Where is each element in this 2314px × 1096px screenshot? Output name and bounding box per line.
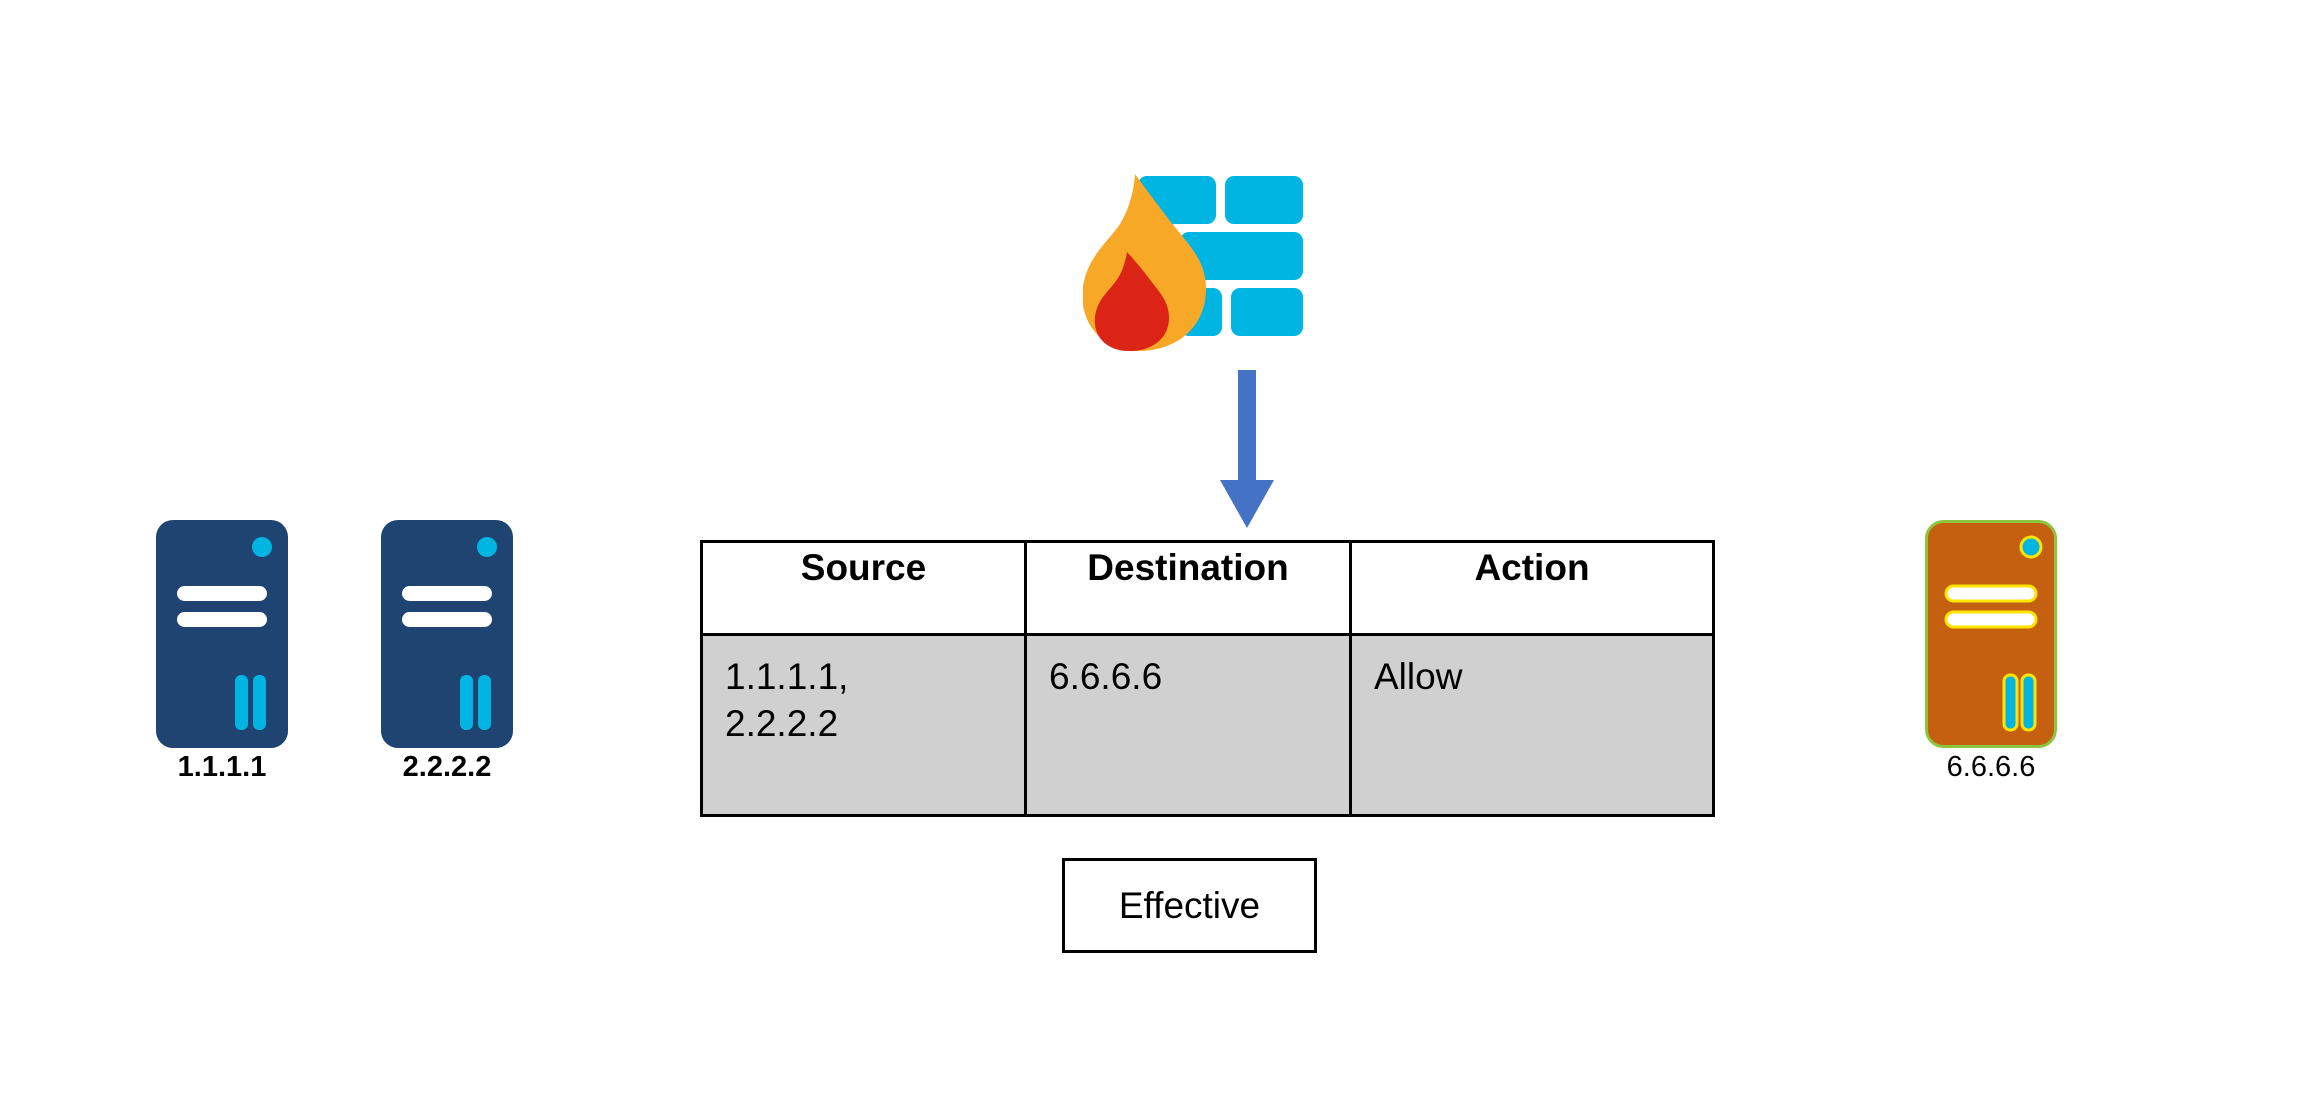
destination-host[interactable]: 6.6.6.6	[1925, 520, 2057, 810]
cell-source: 1.1.1.1, 2.2.2.2	[700, 633, 1027, 817]
column-header-action: Action	[1349, 540, 1715, 636]
effective-box[interactable]: Effective	[1062, 858, 1317, 953]
table-header-row: Source Destination Action	[700, 540, 1715, 636]
source-host-1[interactable]: 1.1.1.1	[156, 520, 288, 810]
cell-destination: 6.6.6.6	[1024, 633, 1352, 817]
firewall-rules-table: Source Destination Action 1.1.1.1, 2.2.2…	[700, 540, 1715, 817]
table-row[interactable]: 1.1.1.1, 2.2.2.2 6.6.6.6 Allow	[700, 633, 1715, 817]
flame-core-icon	[1094, 252, 1169, 351]
cell-action: Allow	[1349, 633, 1715, 817]
server-icon	[1925, 520, 2057, 748]
server-icon	[156, 520, 288, 748]
firewall-icon[interactable]	[1082, 174, 1368, 374]
server-icon	[381, 520, 513, 748]
source-host-1-label: 1.1.1.1	[177, 751, 267, 783]
destination-host-label: 6.6.6.6	[1946, 751, 2036, 783]
column-header-source: Source	[700, 540, 1027, 636]
source-host-2-label: 2.2.2.2	[402, 751, 492, 783]
arrow-down-icon	[1212, 370, 1282, 530]
effective-label: Effective	[1118, 885, 1261, 926]
source-host-2[interactable]: 2.2.2.2	[381, 520, 513, 810]
column-header-destination: Destination	[1024, 540, 1352, 636]
